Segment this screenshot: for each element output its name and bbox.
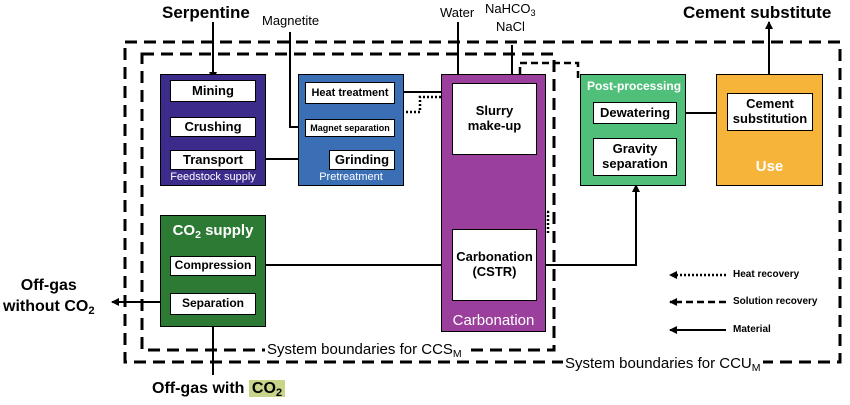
ccu-boundary-label: System boundaries for CCUM <box>563 355 763 374</box>
offgas-in-prefix: Off-gas with <box>152 380 249 397</box>
offgas-out-line-2: without CO2 <box>3 297 95 318</box>
carbonation-line-1: Carbonation <box>456 249 533 265</box>
crushing-step: Crushing <box>170 117 256 137</box>
co2-supply-label-suffix: supply <box>200 222 254 239</box>
pretreatment-group: Heat treatment Magnet separation Grindin… <box>298 74 404 186</box>
offgas-in-sub: 2 <box>275 387 283 399</box>
post-processing-group: Post-processing Dewatering Gravity separ… <box>580 74 686 186</box>
cement-substitute-label: Cement substitute <box>683 3 832 22</box>
gravity-separation-step: Gravity separation <box>593 138 677 176</box>
carbonation-group: Slurry make-up Carbonation (CSTR) Carbon… <box>441 74 546 332</box>
use-label: Use <box>755 158 784 175</box>
dewatering-step: Dewatering <box>593 102 677 124</box>
heat-treatment-step: Heat treatment <box>305 82 395 104</box>
feedstock-supply-label: Feedstock supply <box>170 171 256 183</box>
slurry-line-1: Slurry <box>475 103 514 119</box>
grinding-step: Grinding <box>329 150 395 170</box>
gravity-line-1: Gravity <box>612 141 658 157</box>
legend-solution-label: Solution recovery <box>733 296 818 307</box>
carbonation-cstr-step: Carbonation (CSTR) <box>452 229 537 301</box>
offgas-out-line-1: Off-gas <box>20 277 77 294</box>
carbonation-gravity-arrow <box>538 184 640 266</box>
nahco3-text: NaHCO <box>485 1 531 16</box>
offgas-in-label: Off-gas with CO2 <box>152 380 286 399</box>
offgas-out-sub: 2 <box>88 304 95 317</box>
ccu-boundary-sub: M <box>751 362 761 374</box>
offgas-in-co2-highlight: CO2 <box>248 380 286 399</box>
slurry-line-2: make-up <box>467 118 522 133</box>
offgas-out-label: Off-gas without CO2 <box>3 276 95 318</box>
compression-step: Compression <box>170 256 256 276</box>
carbonation-label: Carbonation <box>452 312 535 329</box>
cement-substitution-step: Cement substitution <box>727 93 813 131</box>
serpentine-label: Serpentine <box>162 3 250 22</box>
nahco3-sub: 3 <box>530 8 536 18</box>
co2-supply-label-prefix: CO <box>172 222 196 239</box>
ccu-boundary-text: System boundaries for CCU <box>565 355 752 372</box>
nahco3-label: NaHCO3 <box>485 1 536 18</box>
use-group: Cement substitution Use <box>716 74 823 186</box>
slurry-makeup-step: Slurry make-up <box>452 83 537 155</box>
magnet-separation-step: Magnet separation <box>305 119 395 137</box>
mining-step: Mining <box>170 80 256 102</box>
cement-line-1: Cement <box>746 96 794 112</box>
offgas-in-co: CO <box>251 380 276 397</box>
nacl-label: NaCl <box>496 19 525 34</box>
co2-supply-group: CO2 supply Compression Separation <box>160 215 266 327</box>
co2-supply-label: CO2 supply <box>161 222 265 241</box>
offgas-out-line-2-text: without CO <box>3 297 89 315</box>
legend-material-label: Material <box>733 324 771 335</box>
ccu-boundary <box>123 40 842 364</box>
water-label: Water <box>440 5 475 20</box>
heat-recovery-line-top <box>389 95 449 116</box>
ccs-boundary-label: System boundaries for CCSM <box>265 341 464 360</box>
magnetite-label: Magnetite <box>262 13 320 28</box>
feedstock-supply-group: Mining Crushing Transport Feedstock supp… <box>160 74 266 186</box>
ccs-boundary-text: System boundaries for CCS <box>267 341 453 358</box>
solution-recovery-line <box>516 61 580 83</box>
legend-heat-label: Heat recovery <box>733 269 800 280</box>
ccs-boundary-sub: M <box>452 348 462 360</box>
transport-step: Transport <box>170 150 256 170</box>
co2-supply-label-sub: 2 <box>195 229 201 241</box>
carbonation-line-2: (CSTR) <box>472 264 517 279</box>
separation-step: Separation <box>170 293 256 315</box>
pretreatment-label: Pretreatment <box>319 171 383 183</box>
post-processing-label: Post-processing <box>587 79 682 93</box>
cement-line-2: substitution <box>732 111 808 126</box>
gravity-line-2: separation <box>602 156 668 171</box>
